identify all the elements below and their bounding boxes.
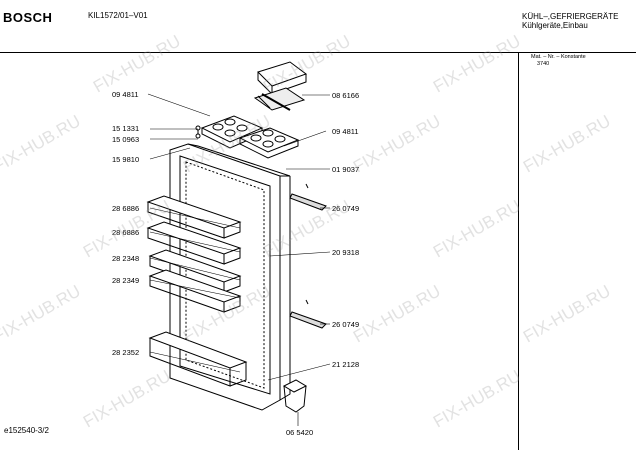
part-label: 09 4811 [332, 127, 359, 136]
door-shelf-1 [146, 195, 242, 239]
part-label: 26 0749 [332, 320, 360, 329]
material-constant-label: Mat. – Nr. – Konstante [531, 54, 586, 60]
category-line2: Kühlgeräte,Einbau [522, 21, 588, 30]
part-label: 26 0749 [332, 204, 360, 213]
door-shelf-4 [148, 269, 242, 313]
side-divider [518, 52, 519, 450]
hinge-bottom [289, 299, 327, 329]
category-line1: KÜHL–,GEFRIERGERÄTE [522, 12, 619, 21]
material-constant-value: 3740 [537, 61, 550, 67]
part-label: 06 5420 [286, 428, 314, 437]
bottom-bin [148, 331, 248, 387]
part-label: 15 9810 [112, 155, 140, 164]
part-label: 28 6886 [112, 204, 140, 213]
part-label: 28 2348 [112, 254, 140, 263]
egg-tray-holder [253, 87, 306, 111]
part-label: 28 6886 [112, 228, 140, 237]
part-label: 20 9318 [332, 248, 360, 257]
part-label: 15 0963 [112, 135, 140, 144]
egg-tray-right [238, 127, 300, 159]
drawing-id: e152540-3/2 [4, 426, 49, 435]
model-number: KIL1572/01–V01 [88, 11, 148, 20]
small-screws [195, 125, 201, 139]
header-divider [0, 52, 636, 53]
brand-logo: BOSCH [3, 10, 53, 25]
part-label: 21 2128 [332, 360, 360, 369]
leader-lines [147, 93, 331, 426]
small-bin [282, 379, 308, 413]
hinge-top [289, 183, 327, 211]
part-label: 09 4811 [112, 90, 139, 99]
part-label: 28 2352 [112, 348, 140, 357]
part-label: 28 2349 [112, 276, 140, 285]
door-shelf-2 [146, 221, 242, 265]
part-label: 15 1331 [112, 124, 140, 133]
part-label: 08 6166 [332, 91, 360, 100]
part-label: 01 9037 [332, 165, 360, 174]
